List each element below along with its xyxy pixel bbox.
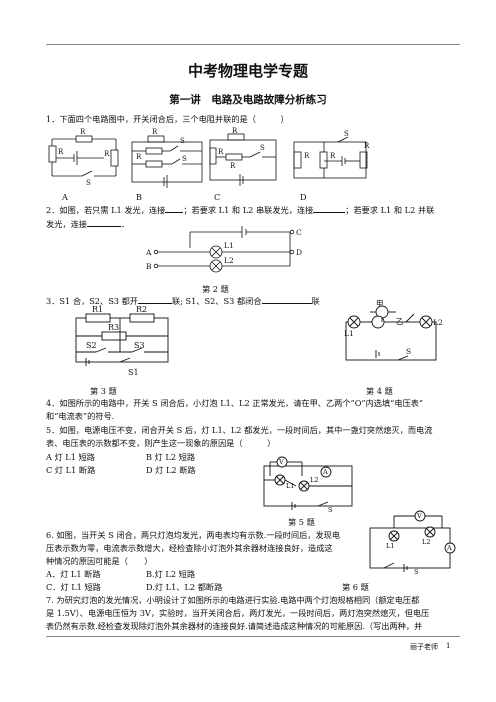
q5-option-a: A 灯 L1 短路 [46,452,95,462]
q3-circuit: R1 R2 R3 S2 S3 S1 [75,305,169,377]
q5-label-l2: L2 [310,476,318,484]
q7-text-line3: 表仍然有示数.经检查发现除灯泡外其余器材的连接良好.请简述造成这种情况的可能原因… [46,621,423,631]
q6-option-c: C．灯 L1 短路 [46,582,101,592]
q5-label-s: S [328,506,332,514]
q7-text-line1: 7. 为研究灯泡的发光情况，小明设计了如图所示的电路进行实验.电路中两个灯泡规格… [46,595,420,605]
q2-caption: 第 2 题 [202,284,229,294]
svg-text:R: R [330,152,336,160]
q6-option-b: B.灯 L2 短路 [146,569,196,579]
q7-text-line2: 是 1.5V）、电源电压恒为 3V，实验时，当开关闭合后，两灯发光，一段时间后，… [46,608,430,618]
q2-text-line1: 2．如图，若只需 L1 发光，连接；若要求 L1 和 L2 串联发光，连接；若要… [46,205,435,215]
svg-text:S: S [180,137,185,145]
q6-label-s: S [414,568,418,576]
svg-text:S: S [344,130,349,138]
q1-circuit-d: R R R S [293,130,370,179]
footer-rule [46,636,460,637]
svg-text:R: R [104,150,110,158]
q5-option-c: C 灯 L1 断路 [46,465,96,475]
q4-text-line1: 4．如图所示的电路中，开关 S 闭合后，小灯泡 L1、L2 正常发光，请在甲、乙… [46,398,424,408]
q5-label-l1: L1 [286,482,294,490]
svg-text:R: R [58,148,64,156]
svg-text:S: S [260,144,265,152]
svg-text:R: R [364,142,370,150]
q4-circuit: 甲 乙 L1 L2 S [344,299,443,361]
q6-label-l2: L2 [422,538,430,546]
svg-text:S: S [86,179,91,187]
q3-text: 3．S1 合，S2、S3 都开联; S1、S2、S3 都闭合联 [46,296,320,306]
q6-label-a: A [446,544,452,552]
q5-text-line1: 5．如图，电源电压不变，闭合开关 S 后，灯 L1、L2 都发光，一段时间后，其… [46,425,433,435]
q2-lamp-l1: L1 [224,241,234,250]
q2-terminal-a: A [145,248,152,257]
q2-circuit: A B C D L1 L2 [145,226,302,273]
svg-text:R: R [304,152,310,160]
q1-option-d: D [300,192,307,202]
q4-label-l1: L1 [344,329,354,338]
q4-label-jia: 甲 [376,299,384,308]
q4-caption: 第 4 题 [366,386,393,396]
q4-label-s: S [406,347,411,356]
q2-terminal-d: D [296,248,302,257]
svg-text:R: R [230,162,236,170]
q3-label-s3: S3 [134,341,145,350]
q5-option-d: D 灯 L2 断路 [146,465,196,475]
q6-text-line2: 压表示数为零，电流表示数增大，经检查除小灯泡外其余器材连接良好，造成这 [46,543,333,553]
q1-text: 1．下面四个电路图中，开关闭合后，三个电阻并联的是（ ） [46,114,289,124]
q4-label-yi: 乙 [396,317,404,326]
svg-text:R: R [152,128,158,136]
svg-text:R: R [218,148,224,156]
q2-terminal-c: C [296,228,302,237]
q5-label-v: V [278,458,284,466]
q5-circuit: V A L1 L2 S [263,456,353,514]
q1-circuit-b: R R S S [131,128,203,188]
q3-label-s2: S2 [86,341,97,350]
q3-caption: 第 3 题 [90,386,117,396]
q2-text-line2: 发光，连接． [46,219,130,229]
q5-caption: 第 5 题 [288,517,315,527]
q6-label-l1: L1 [386,542,394,550]
q6-circuit: V A L1 L2 S [369,510,456,576]
q1-option-a: A [62,192,68,202]
q1-option-b: B [136,192,143,202]
footer-page: 1 [446,642,451,650]
q4-label-l2: L2 [433,318,443,327]
q6-option-a: A．灯 L1 断路 [46,569,101,579]
q2-lamp-l2: L2 [224,256,234,265]
svg-text:R: R [232,127,238,135]
q6-option-d: D.灯 L1、L2 都断路 [146,582,223,592]
q5-option-b: B 灯 L2 短路 [146,452,196,462]
document-title: 中考物理电学专题 [187,62,308,80]
q3-label-s1: S1 [128,368,139,377]
q1-circuit-a: R R R S [48,128,119,187]
q6-text-line1: 6. 如图，当开关 S 闭合，两只灯泡均发光，两电表均有示数.一段时间后，发现电 [46,530,341,540]
lecture-title: 第一讲 电路及电路故障分析练习 [169,94,327,106]
q3-label-r2: R2 [136,305,147,314]
q5-label-a: A [322,468,328,476]
q5-text-line2: 表、电压表的示数都不变，则产生这一现象的原因是（ ） [46,438,276,448]
q3-label-r1: R1 [92,305,103,314]
q1-option-c: C [214,192,221,202]
footer-author: 丽子老师 [410,643,438,651]
svg-text:R: R [136,153,142,161]
q2-terminal-b: B [146,262,152,271]
svg-text:R: R [80,128,86,136]
q6-text-line3: 种情况的原因可能是（ ） [46,556,153,566]
q4-text-line2: 和“电流表”的符号. [46,411,115,421]
q6-caption: 第 6 题 [342,582,369,592]
header-rule [46,44,460,45]
q3-label-r3: R3 [108,323,119,332]
q6-label-v: V [416,512,422,520]
svg-text:S: S [182,155,187,163]
